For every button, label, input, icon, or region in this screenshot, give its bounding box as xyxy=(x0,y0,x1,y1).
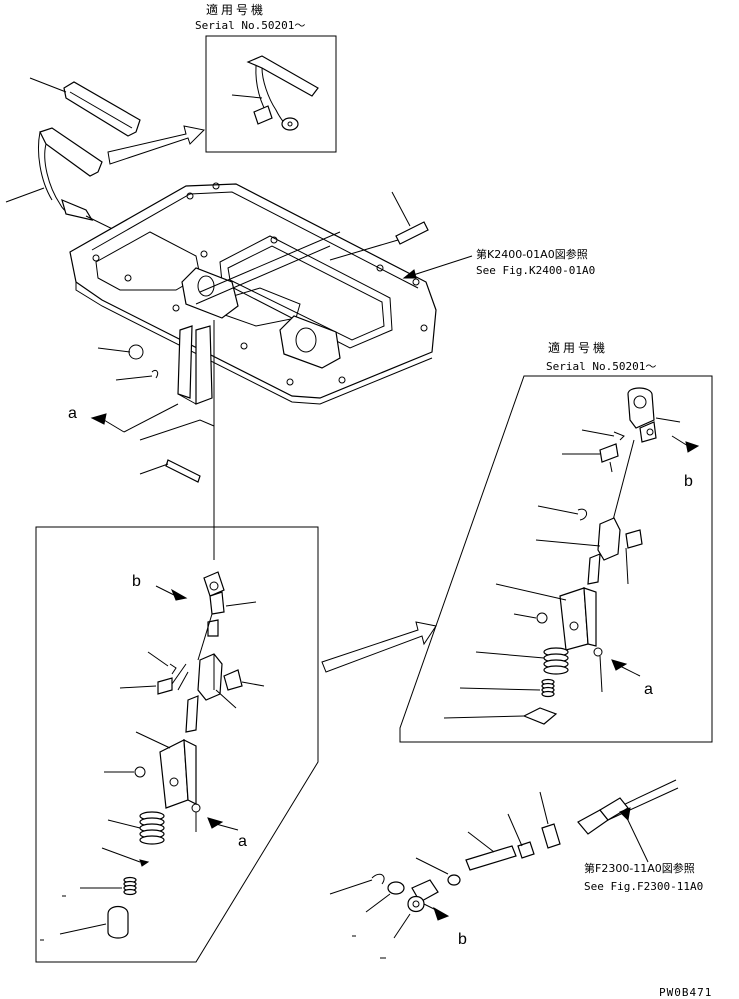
ref-k2400-label: See Fig.K2400-01A0 xyxy=(476,264,595,277)
drawing-code: PW0B471 xyxy=(659,986,712,999)
callout-a-left-label: a xyxy=(238,833,247,850)
cable-assembly: 第F2300-11A0図参照 See Fig.F2300-11A0 b xyxy=(329,779,703,959)
ref-k2400: 第K2400-01A0図参照 See Fig.K2400-01A0 xyxy=(402,247,595,279)
pedal-pad-part xyxy=(29,77,141,137)
ref-k2400-jp-label: 第K2400-01A0図参照 xyxy=(476,247,588,261)
right-small-spring-part xyxy=(541,678,555,698)
right-detail-frame xyxy=(399,375,713,743)
detail-arrow xyxy=(321,621,437,673)
ref-f2300-label: See Fig.F2300-11A0 xyxy=(584,880,703,893)
spring-part xyxy=(139,811,165,845)
callout-a-right-label: a xyxy=(644,681,653,698)
serial-right-label: Serial No.50201～ xyxy=(546,360,656,373)
pedal-part xyxy=(5,127,197,271)
callout-a-upper: a xyxy=(68,403,179,433)
serial-top-jp-label: 適用号機 xyxy=(206,2,266,17)
floor-plate-part xyxy=(69,182,437,405)
left-detail-box: b a xyxy=(35,526,319,963)
ref-f2300-jp-label: 第F2300-11A0図参照 xyxy=(584,861,695,875)
right-spring-part xyxy=(543,647,569,675)
top-inset-frame xyxy=(205,35,337,153)
callout-b-bottom-label: b xyxy=(458,931,467,948)
callout-b-right-label: b xyxy=(684,473,693,490)
small-spring-part xyxy=(123,876,137,896)
lower-bracket-part xyxy=(97,320,215,560)
inset-arrow xyxy=(107,125,206,165)
serial-top-label: Serial No.50201～ xyxy=(195,19,305,32)
callout-b-left-label: b xyxy=(132,573,141,590)
right-detail-box: 適用号機 Serial No.50201～ b xyxy=(399,340,713,743)
left-detail-frame xyxy=(35,526,319,963)
top-serial-inset: 適用号機 Serial No.50201～ xyxy=(195,2,337,153)
pin-part xyxy=(139,419,215,483)
bolt-part xyxy=(329,191,429,261)
inset-pedal-part xyxy=(231,55,319,131)
serial-right-jp-label: 適用号機 xyxy=(548,340,608,355)
callout-a-upper-label: a xyxy=(68,405,77,422)
